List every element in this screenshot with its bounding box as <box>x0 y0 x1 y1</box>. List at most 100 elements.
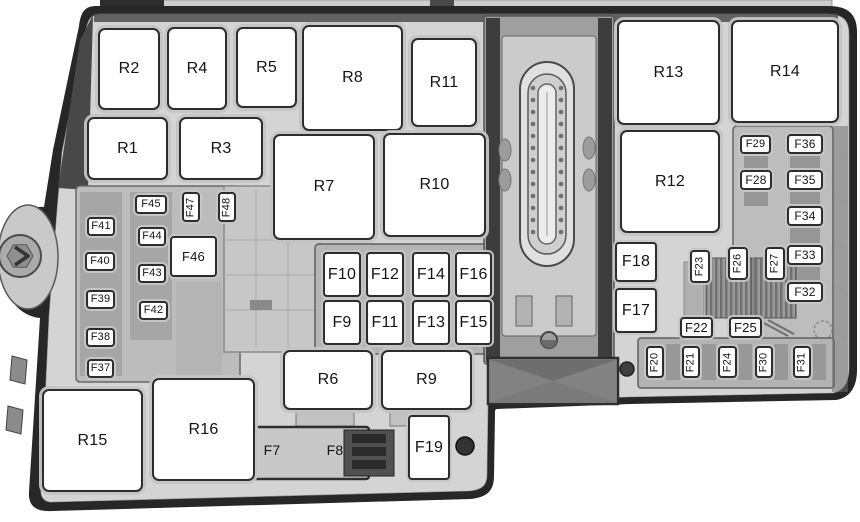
relay-r9: R9 <box>381 350 472 410</box>
hatch-line <box>767 319 795 335</box>
mounting-hole <box>455 436 475 456</box>
box-label: F23 <box>693 256 706 277</box>
fuse-f7-f8-housing <box>247 425 395 481</box>
fuse-f9: F9 <box>323 300 361 345</box>
fuse-f42: F42 <box>139 301 168 320</box>
box-label: F11 <box>371 313 399 331</box>
box-label: F34 <box>794 209 816 223</box>
left-fuse-bank <box>75 185 241 383</box>
relay-r7: R7 <box>273 134 375 240</box>
fuse-f41: F41 <box>87 217 115 236</box>
left-edge-shadow <box>58 15 93 190</box>
box-label: F39 <box>90 293 111 305</box>
fuse-f35: F35 <box>787 170 823 190</box>
fuse-f34: F34 <box>787 206 823 226</box>
box-label: F47 <box>184 197 197 217</box>
relay-r14: R14 <box>731 20 839 123</box>
box-label: F21 <box>684 352 697 372</box>
side-tab <box>9 355 28 385</box>
fuse-f30: F30 <box>755 346 773 378</box>
fuse-f24: F24 <box>718 346 737 378</box>
box-label: R16 <box>188 420 219 438</box>
fuse-f13: F13 <box>412 300 450 345</box>
box-label: F43 <box>142 267 162 279</box>
box-label: F33 <box>794 248 816 262</box>
fuse-f36: F36 <box>787 134 823 154</box>
right-edge-ribs <box>832 126 848 392</box>
box-label: F8 <box>326 442 344 458</box>
box-label: R4 <box>186 59 208 77</box>
fuse-f40: F40 <box>85 252 115 271</box>
fuse-f27: F27 <box>765 247 785 280</box>
fuse-f29: F29 <box>740 135 771 154</box>
box-label: R10 <box>419 176 450 193</box>
fuse-f37: F37 <box>87 359 114 378</box>
relay-r4: R4 <box>167 27 227 110</box>
relay-r5: R5 <box>236 27 297 108</box>
box-label: F40 <box>90 255 110 267</box>
fuse-f25: F25 <box>729 317 762 338</box>
box-label: F16 <box>459 265 488 283</box>
box-label: R9 <box>416 371 437 388</box>
box-label: F15 <box>459 313 488 331</box>
relay-r8: R8 <box>302 25 403 131</box>
box-label: F38 <box>90 331 111 343</box>
box-label: R1 <box>117 139 138 157</box>
box-label: F24 <box>721 352 733 372</box>
top-tab <box>430 0 454 10</box>
box-label: R6 <box>317 371 339 388</box>
box-label: F46 <box>181 249 205 264</box>
fuse-f48: F48 <box>218 192 236 222</box>
box-label: R15 <box>77 431 108 449</box>
box-label: F35 <box>794 173 816 187</box>
fuse-f7: F7 <box>255 439 289 461</box>
relay-r13: R13 <box>617 20 720 125</box>
box-label: F41 <box>91 220 111 232</box>
fuse-f22: F22 <box>680 317 713 338</box>
box-label: F25 <box>733 320 757 335</box>
box-label: R7 <box>313 178 335 195</box>
crosshatch-block <box>486 356 620 406</box>
fuse-f45: F45 <box>135 195 167 214</box>
fuse-f11: F11 <box>366 300 404 345</box>
fuse-f10: F10 <box>323 252 361 297</box>
box-label: F14 <box>416 265 446 283</box>
mounting-ear <box>0 204 59 310</box>
side-tab <box>5 405 24 435</box>
box-label: F45 <box>141 198 161 210</box>
mounting-hole <box>619 361 635 377</box>
chevron-right-icon <box>14 245 30 267</box>
fuse-f14: F14 <box>412 252 450 297</box>
box-label: F29 <box>745 138 766 150</box>
fuse-f39: F39 <box>86 290 115 309</box>
fuse-f46: F46 <box>170 236 217 277</box>
relay-r2: R2 <box>98 28 160 110</box>
fuse-f33: F33 <box>787 245 823 265</box>
relay-r10: R10 <box>383 133 486 237</box>
box-label: R12 <box>655 172 685 190</box>
fuse-f26: F26 <box>728 247 748 280</box>
box-label: F37 <box>90 362 111 374</box>
box-label: F42 <box>143 304 164 316</box>
box-label: F30 <box>757 352 770 372</box>
box-label: F44 <box>142 230 162 242</box>
box-label: F13 <box>416 313 446 331</box>
top-inner-shadow <box>94 13 838 22</box>
fuse-f47: F47 <box>182 192 200 222</box>
box-label: F17 <box>621 301 651 319</box>
box-label: F31 <box>795 352 808 372</box>
fuse-f23: F23 <box>690 250 710 283</box>
box-label: F32 <box>794 285 816 299</box>
relay-r6: R6 <box>283 350 373 410</box>
fuse-f19: F19 <box>408 415 450 480</box>
box-label: F7 <box>263 442 281 458</box>
relay-r11: R11 <box>411 38 477 127</box>
box-label: F28 <box>745 173 767 187</box>
relay-r12: R12 <box>620 130 720 233</box>
box-label: R13 <box>653 63 684 81</box>
relay-r1: R1 <box>87 117 168 180</box>
box-label: F36 <box>794 137 816 151</box>
box-label: F26 <box>731 253 744 274</box>
